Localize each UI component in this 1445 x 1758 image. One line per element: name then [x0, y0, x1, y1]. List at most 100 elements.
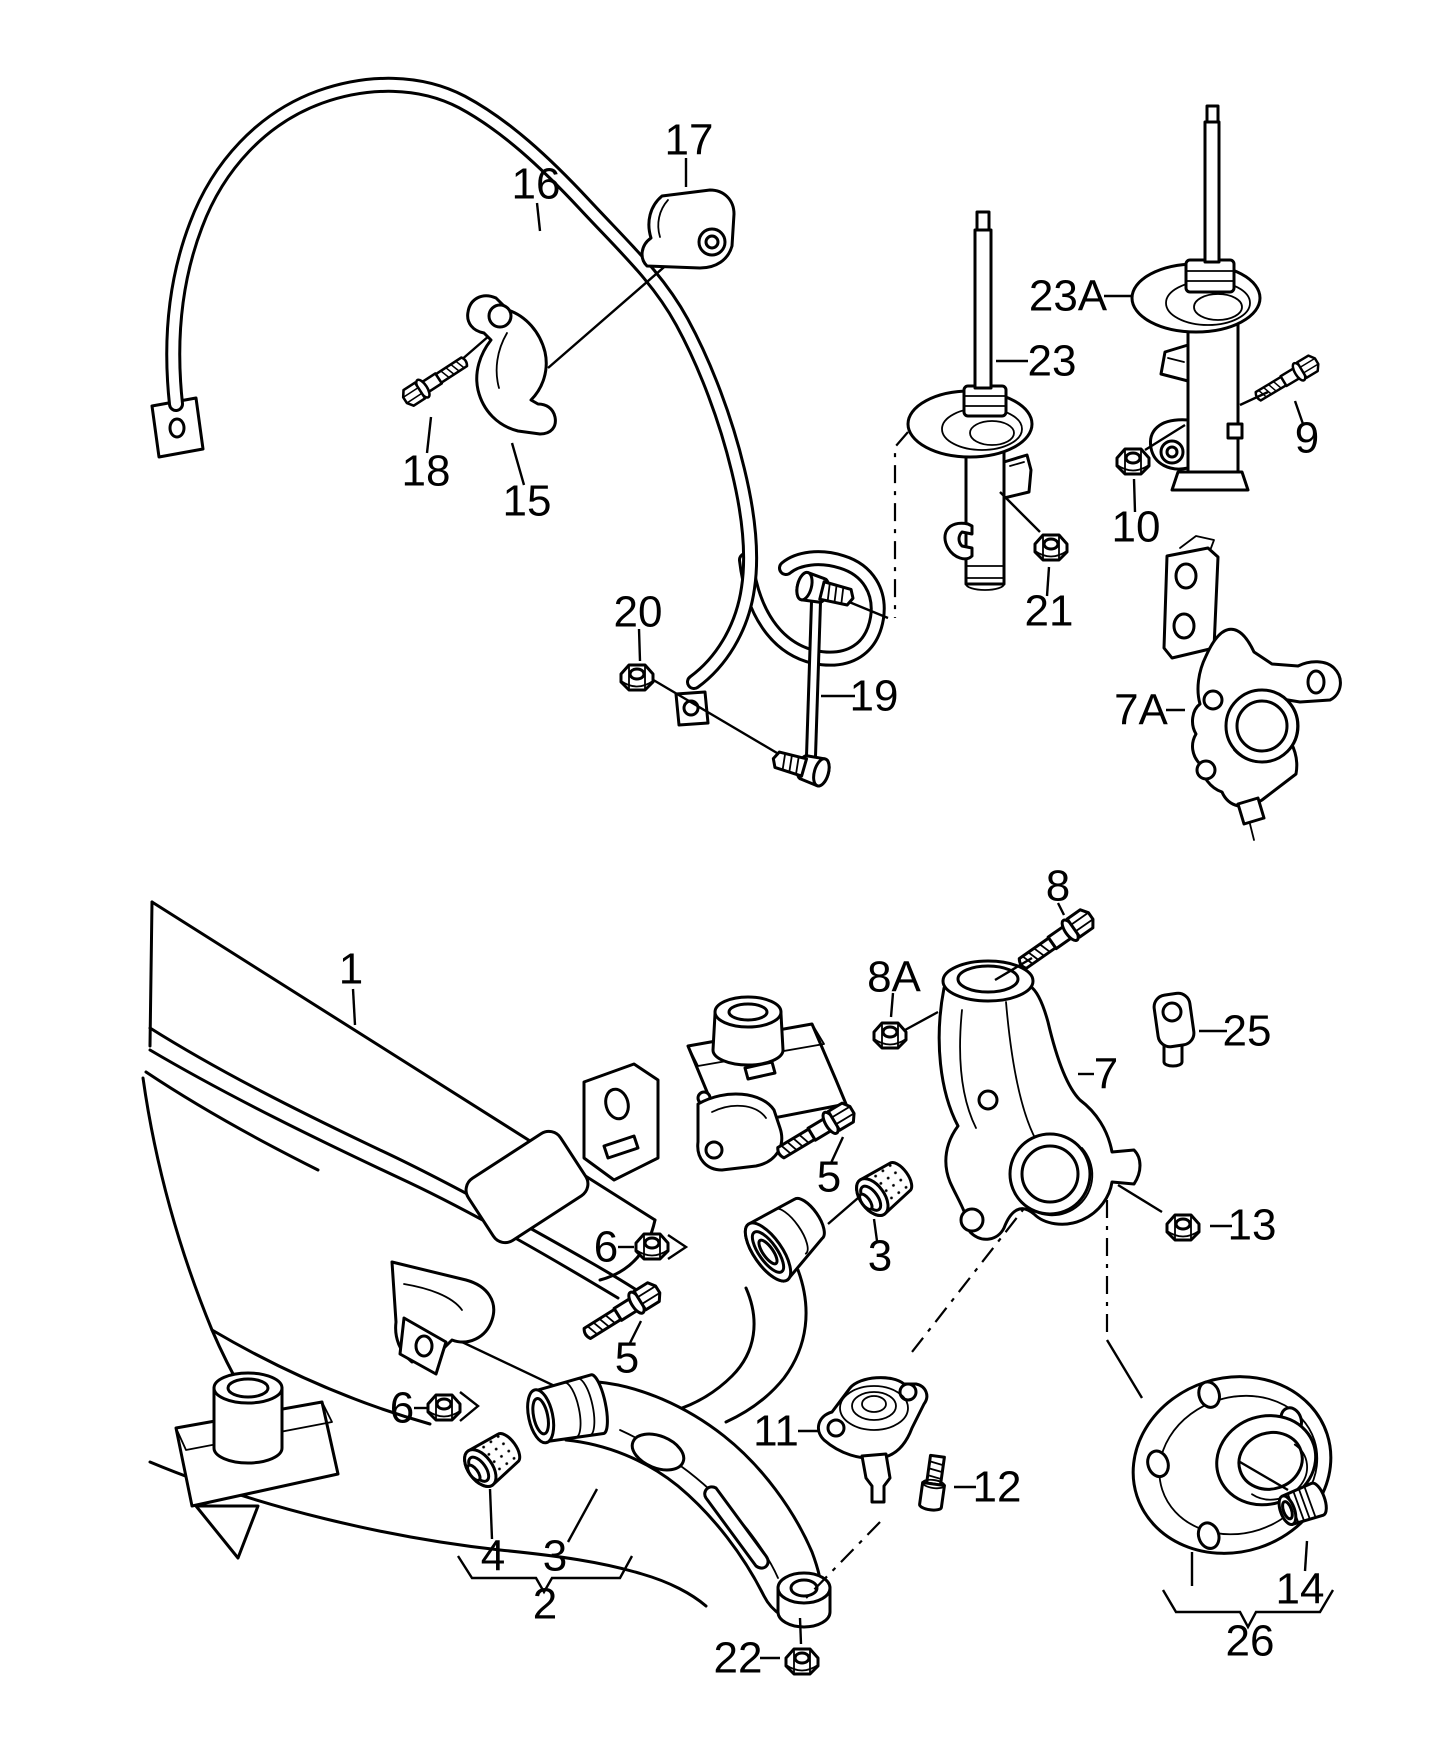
retainer-plate-25: [1152, 991, 1196, 1068]
axis-strut23-dashdot: [893, 431, 909, 618]
callout-3-upper: 3: [868, 1232, 892, 1281]
callout-leader-3-upper: [872, 1218, 879, 1242]
callout-17: 17: [665, 116, 714, 165]
ball-joint-11: [816, 1376, 929, 1504]
subframe-1: [141, 900, 848, 1608]
axis-bolt9: [1239, 390, 1269, 407]
axis-nut14: [1239, 1460, 1289, 1492]
steering-knuckle-7a: [1162, 535, 1342, 841]
callout-8: 8: [1046, 862, 1070, 911]
strut-23: [906, 210, 1034, 591]
callout-leader-21: [1045, 566, 1051, 597]
callout-23: 23: [1028, 337, 1077, 386]
control-arm-eye: [776, 1571, 832, 1629]
subframe-bracket-plate: [582, 1062, 660, 1182]
knuckle-nut-13: [1165, 1213, 1201, 1242]
callout-21: 21: [1025, 587, 1074, 636]
callout-leader-18: [425, 416, 433, 454]
link-nut-20: [619, 663, 655, 692]
callout-13: 13: [1228, 1201, 1277, 1250]
clamp-bolt-18: [398, 351, 473, 411]
axis-nut13: [1117, 1183, 1163, 1214]
stabilizer-bar: [150, 76, 886, 727]
callout-leader-4: [488, 1488, 494, 1540]
subframe-mount-right: [686, 995, 848, 1130]
axis-balljoint-upper: [911, 1187, 1041, 1353]
axis-nut10: [1144, 423, 1186, 452]
stabilizer-clamp-15: [466, 294, 557, 436]
brace-group-2: [456, 1555, 634, 1595]
callout-leader-9: [1293, 400, 1305, 425]
strut-nut-10: [1115, 447, 1151, 476]
callout-14: 14: [1276, 1565, 1325, 1614]
callout-3-lower: 3: [543, 1532, 567, 1581]
callout-10: 10: [1112, 503, 1161, 552]
callout-23A: 23A: [1029, 272, 1108, 321]
axis-nut22: [798, 1617, 803, 1645]
pointer-chevron-6-lower: [459, 1391, 480, 1422]
axis-balljoint-lower: [805, 1521, 881, 1599]
stab-bracket-left: [390, 1260, 496, 1376]
subframe-pad: [464, 1129, 590, 1245]
arm-nut-22: [784, 1647, 820, 1676]
callout-5-upper: 5: [817, 1153, 841, 1202]
axis-bushing3: [827, 1197, 859, 1225]
stabilizer-bushing-17: [640, 188, 736, 270]
hub-nut-14: [1277, 1481, 1328, 1527]
callout-leader-16: [535, 202, 542, 232]
callout-18: 18: [402, 447, 451, 496]
callout-19: 19: [850, 672, 899, 721]
callout-12: 12: [973, 1463, 1022, 1512]
callout-leader-8: [1056, 902, 1066, 916]
strut-23a: [1130, 104, 1262, 492]
callout-20: 20: [614, 588, 663, 637]
callout-leader-10: [1132, 478, 1137, 513]
callout-11: 11: [753, 1407, 799, 1456]
callout-5-lower: 5: [615, 1334, 639, 1383]
callout-leader-8A: [889, 992, 895, 1018]
callout-leader-3-lower: [566, 1488, 599, 1543]
strut-nut-21: [1033, 533, 1069, 562]
callout-leader-14: [1303, 1540, 1309, 1572]
callout-leader-1: [351, 988, 357, 1026]
axis-link-lower: [649, 676, 778, 755]
callout-leader-5-lower: [627, 1320, 643, 1346]
control-arm-2: [526, 1196, 832, 1629]
callout-leader-20: [637, 628, 642, 662]
callout-6-upper: 6: [594, 1223, 618, 1272]
subframe-nut-6-lower: [426, 1393, 462, 1422]
callout-15: 15: [503, 477, 552, 526]
callout-7: 7: [1094, 1050, 1118, 1099]
wheel-hub-26: [1131, 1375, 1333, 1555]
arm-bushing-3-upper: [848, 1153, 921, 1223]
subframe-nut-6-upper: [634, 1232, 670, 1261]
steering-knuckle-7: [937, 959, 1142, 1241]
knuckle-bolt-8: [1012, 904, 1100, 977]
callout-26: 26: [1226, 1617, 1275, 1666]
callout-leader-15: [510, 442, 526, 486]
subframe-mount-left: [174, 1371, 340, 1560]
callout-leader-5-upper: [829, 1136, 845, 1164]
leader-hub: [1105, 1339, 1144, 1399]
callout-1: 1: [339, 945, 363, 994]
axis-bolt8: [994, 956, 1033, 982]
callout-22: 22: [714, 1634, 763, 1683]
pointer-chevron-6-upper: [667, 1234, 689, 1260]
axis-nut8a: [904, 1010, 939, 1032]
callout-2: 2: [533, 1580, 557, 1629]
brace-group-26: [1161, 1589, 1335, 1630]
strut-bolt-9: [1250, 351, 1323, 407]
callout-25: 25: [1223, 1007, 1272, 1056]
axis-nut21: [999, 491, 1041, 533]
callout-9: 9: [1295, 414, 1319, 463]
knuckle-nut-8a: [872, 1021, 908, 1050]
callout-8A: 8A: [867, 953, 921, 1002]
callout-6-lower: 6: [390, 1384, 414, 1433]
balljoint-bolt-12: [918, 1453, 946, 1512]
callout-7A: 7A: [1114, 686, 1168, 735]
callout-4: 4: [481, 1532, 505, 1581]
stabilizer-link-19: [649, 570, 889, 788]
